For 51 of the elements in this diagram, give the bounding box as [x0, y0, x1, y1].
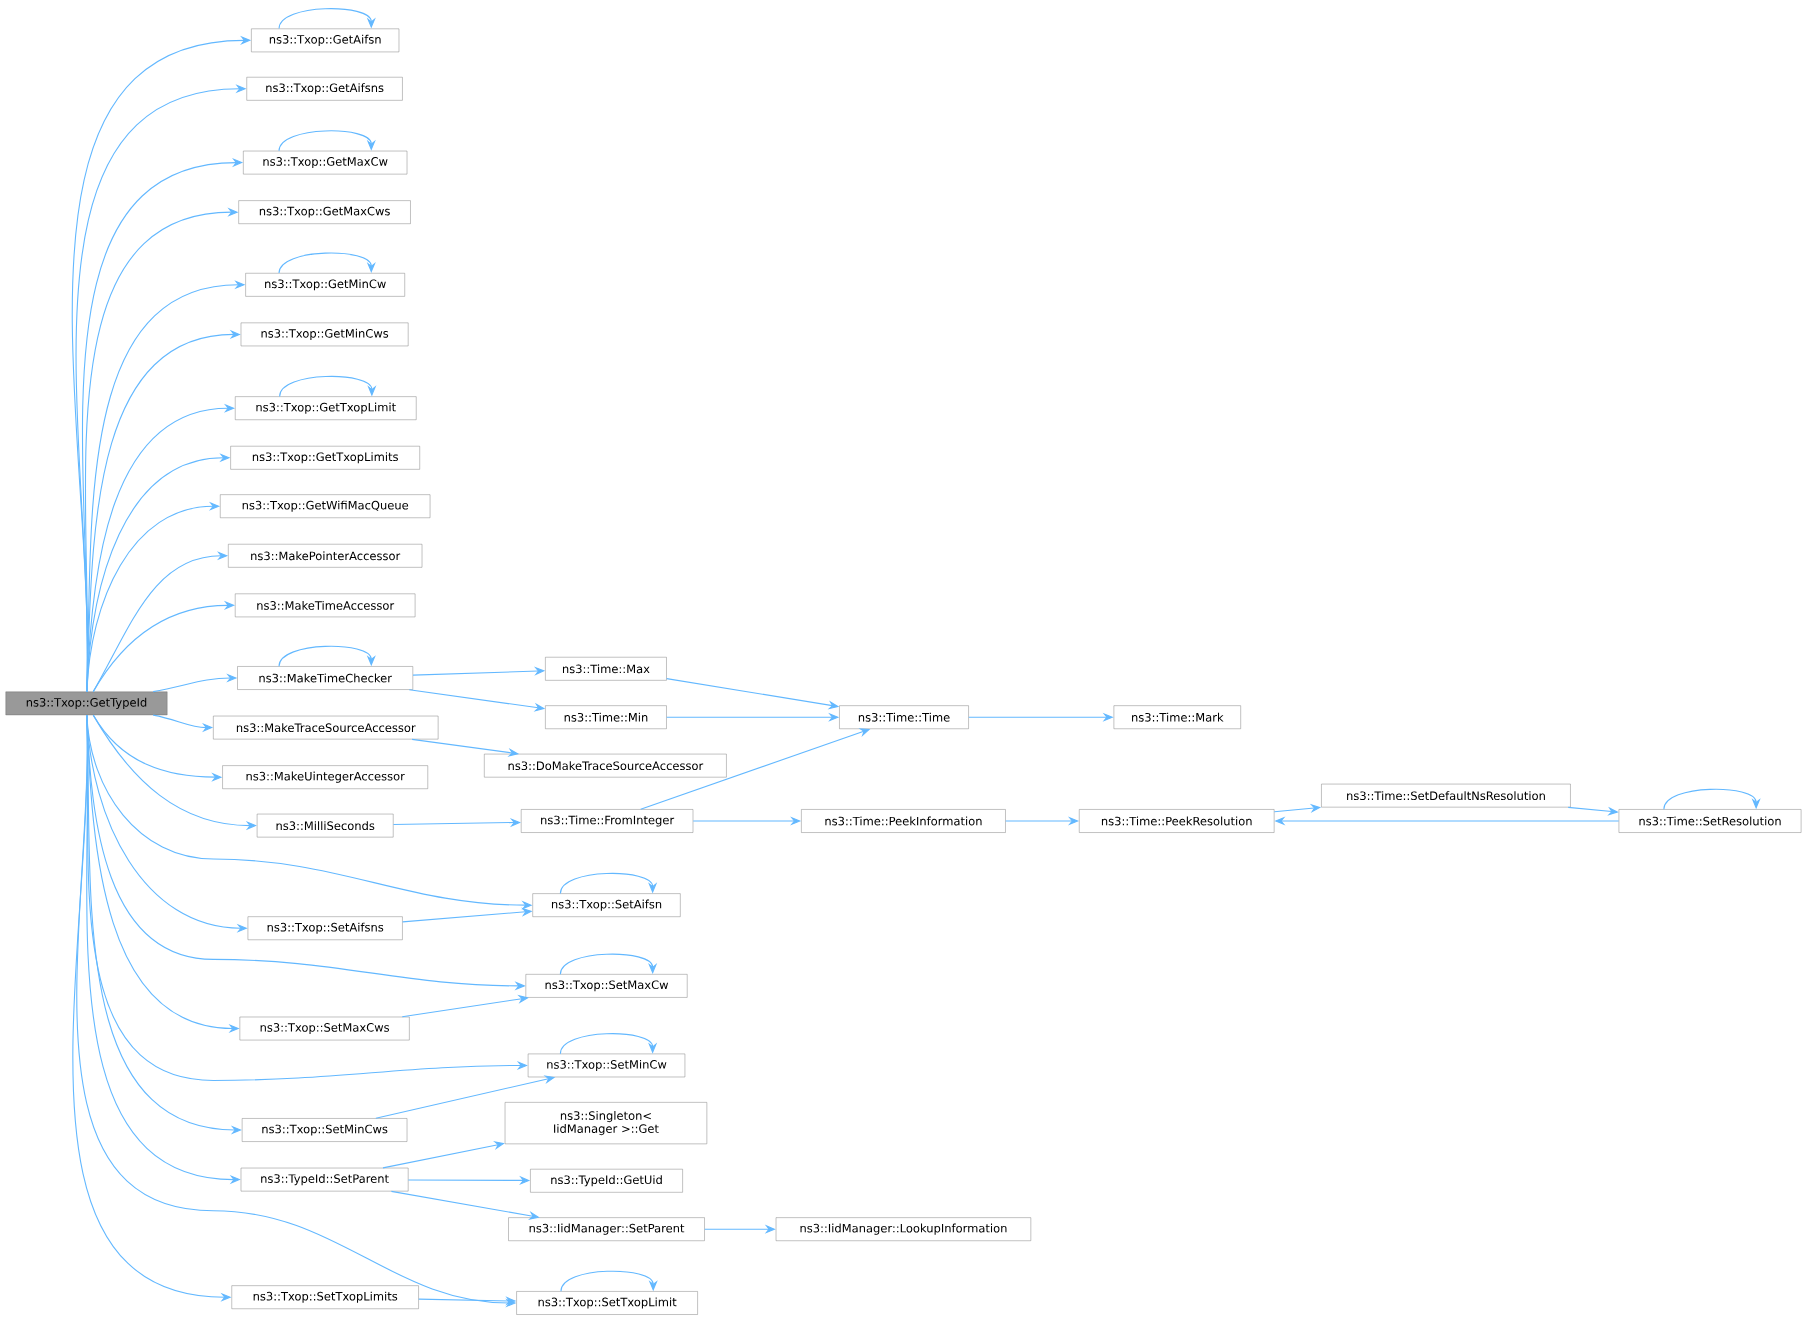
function-box: ns3::Time::Mark — [1113, 705, 1241, 729]
function-box: ns3::MakeTraceSourceAccessor — [213, 715, 439, 740]
function-box: ns3::Singleton< IidManager >::Get — [504, 1101, 708, 1144]
function-box: ns3::Txop::GetTypeId — [5, 691, 168, 715]
function-box: ns3::Txop::SetAifsn — [532, 893, 681, 917]
function-box: ns3::Time::Time — [839, 705, 969, 729]
arrow — [1663, 788, 1761, 810]
arrow — [559, 1033, 658, 1055]
function-box: ns3::Txop::GetMaxCw — [243, 150, 408, 175]
function-box: ns3::MakePointerAccessor — [228, 543, 423, 568]
function-box: ns3::Txop::SetMaxCws — [239, 1016, 410, 1041]
arrow — [279, 375, 377, 397]
arrow — [559, 872, 658, 894]
function-box: ns3::Time::SetDefaultNsResolution — [1321, 783, 1571, 808]
function-box: ns3::Txop::SetAifsns — [247, 916, 403, 940]
function-box: ns3::MakeTimeChecker — [237, 666, 413, 690]
function-box: ns3::Txop::SetMinCw — [527, 1053, 686, 1077]
arrow — [278, 7, 376, 29]
function-box: ns3::MakeTimeAccessor — [235, 593, 416, 617]
function-box: ns3::Txop::GetWifiMacQueue — [220, 494, 431, 518]
function-box: ns3::IidManager::SetParent — [508, 1217, 705, 1241]
function-box: ns3::TypeId::SetParent — [240, 1167, 409, 1192]
function-box: ns3::MilliSeconds — [256, 813, 394, 838]
arrow — [278, 252, 376, 274]
function-box: ns3::Time::SetResolution — [1618, 809, 1802, 833]
arrow — [278, 130, 376, 152]
function-box: ns3::Txop::GetAifsn — [251, 28, 400, 52]
function-box: ns3::Txop::SetMinCws — [241, 1118, 408, 1142]
arrow — [392, 817, 521, 827]
arrow — [92, 600, 235, 692]
function-box: ns3::Txop::GetTxopLimits — [230, 445, 420, 470]
function-box: ns3::Txop::GetAifsns — [246, 76, 403, 101]
arrow — [559, 953, 658, 975]
function-box: ns3::Txop::GetMinCw — [245, 272, 405, 297]
function-box: ns3::Txop::GetMaxCws — [238, 200, 411, 224]
function-box: ns3::Txop::SetTxopLimits — [231, 1285, 419, 1309]
function-box: ns3::MakeUintegerAccessor — [222, 765, 428, 789]
function-box: ns3::Time::PeekInformation — [801, 809, 1006, 833]
function-box: ns3::TypeId::GetUid — [530, 1168, 683, 1193]
function-box: ns3::Txop::SetTxopLimit — [516, 1291, 698, 1315]
function-box: ns3::Txop::GetTxopLimit — [235, 396, 417, 420]
arrow — [560, 1270, 658, 1292]
function-box: ns3::Time::FromInteger — [521, 809, 694, 833]
function-box: ns3::DoMakeTraceSourceAccessor — [484, 753, 727, 778]
function-box: ns3::Time::PeekResolution — [1079, 809, 1275, 833]
function-box: ns3::Time::Min — [545, 705, 667, 729]
function-box: ns3::Txop::GetMinCws — [240, 322, 409, 346]
function-box: ns3::Time::Max — [545, 656, 667, 681]
function-box: ns3::Txop::SetMaxCw — [525, 973, 688, 998]
function-box: ns3::IidManager::LookupInformation — [775, 1217, 1032, 1241]
arrow — [278, 645, 376, 667]
